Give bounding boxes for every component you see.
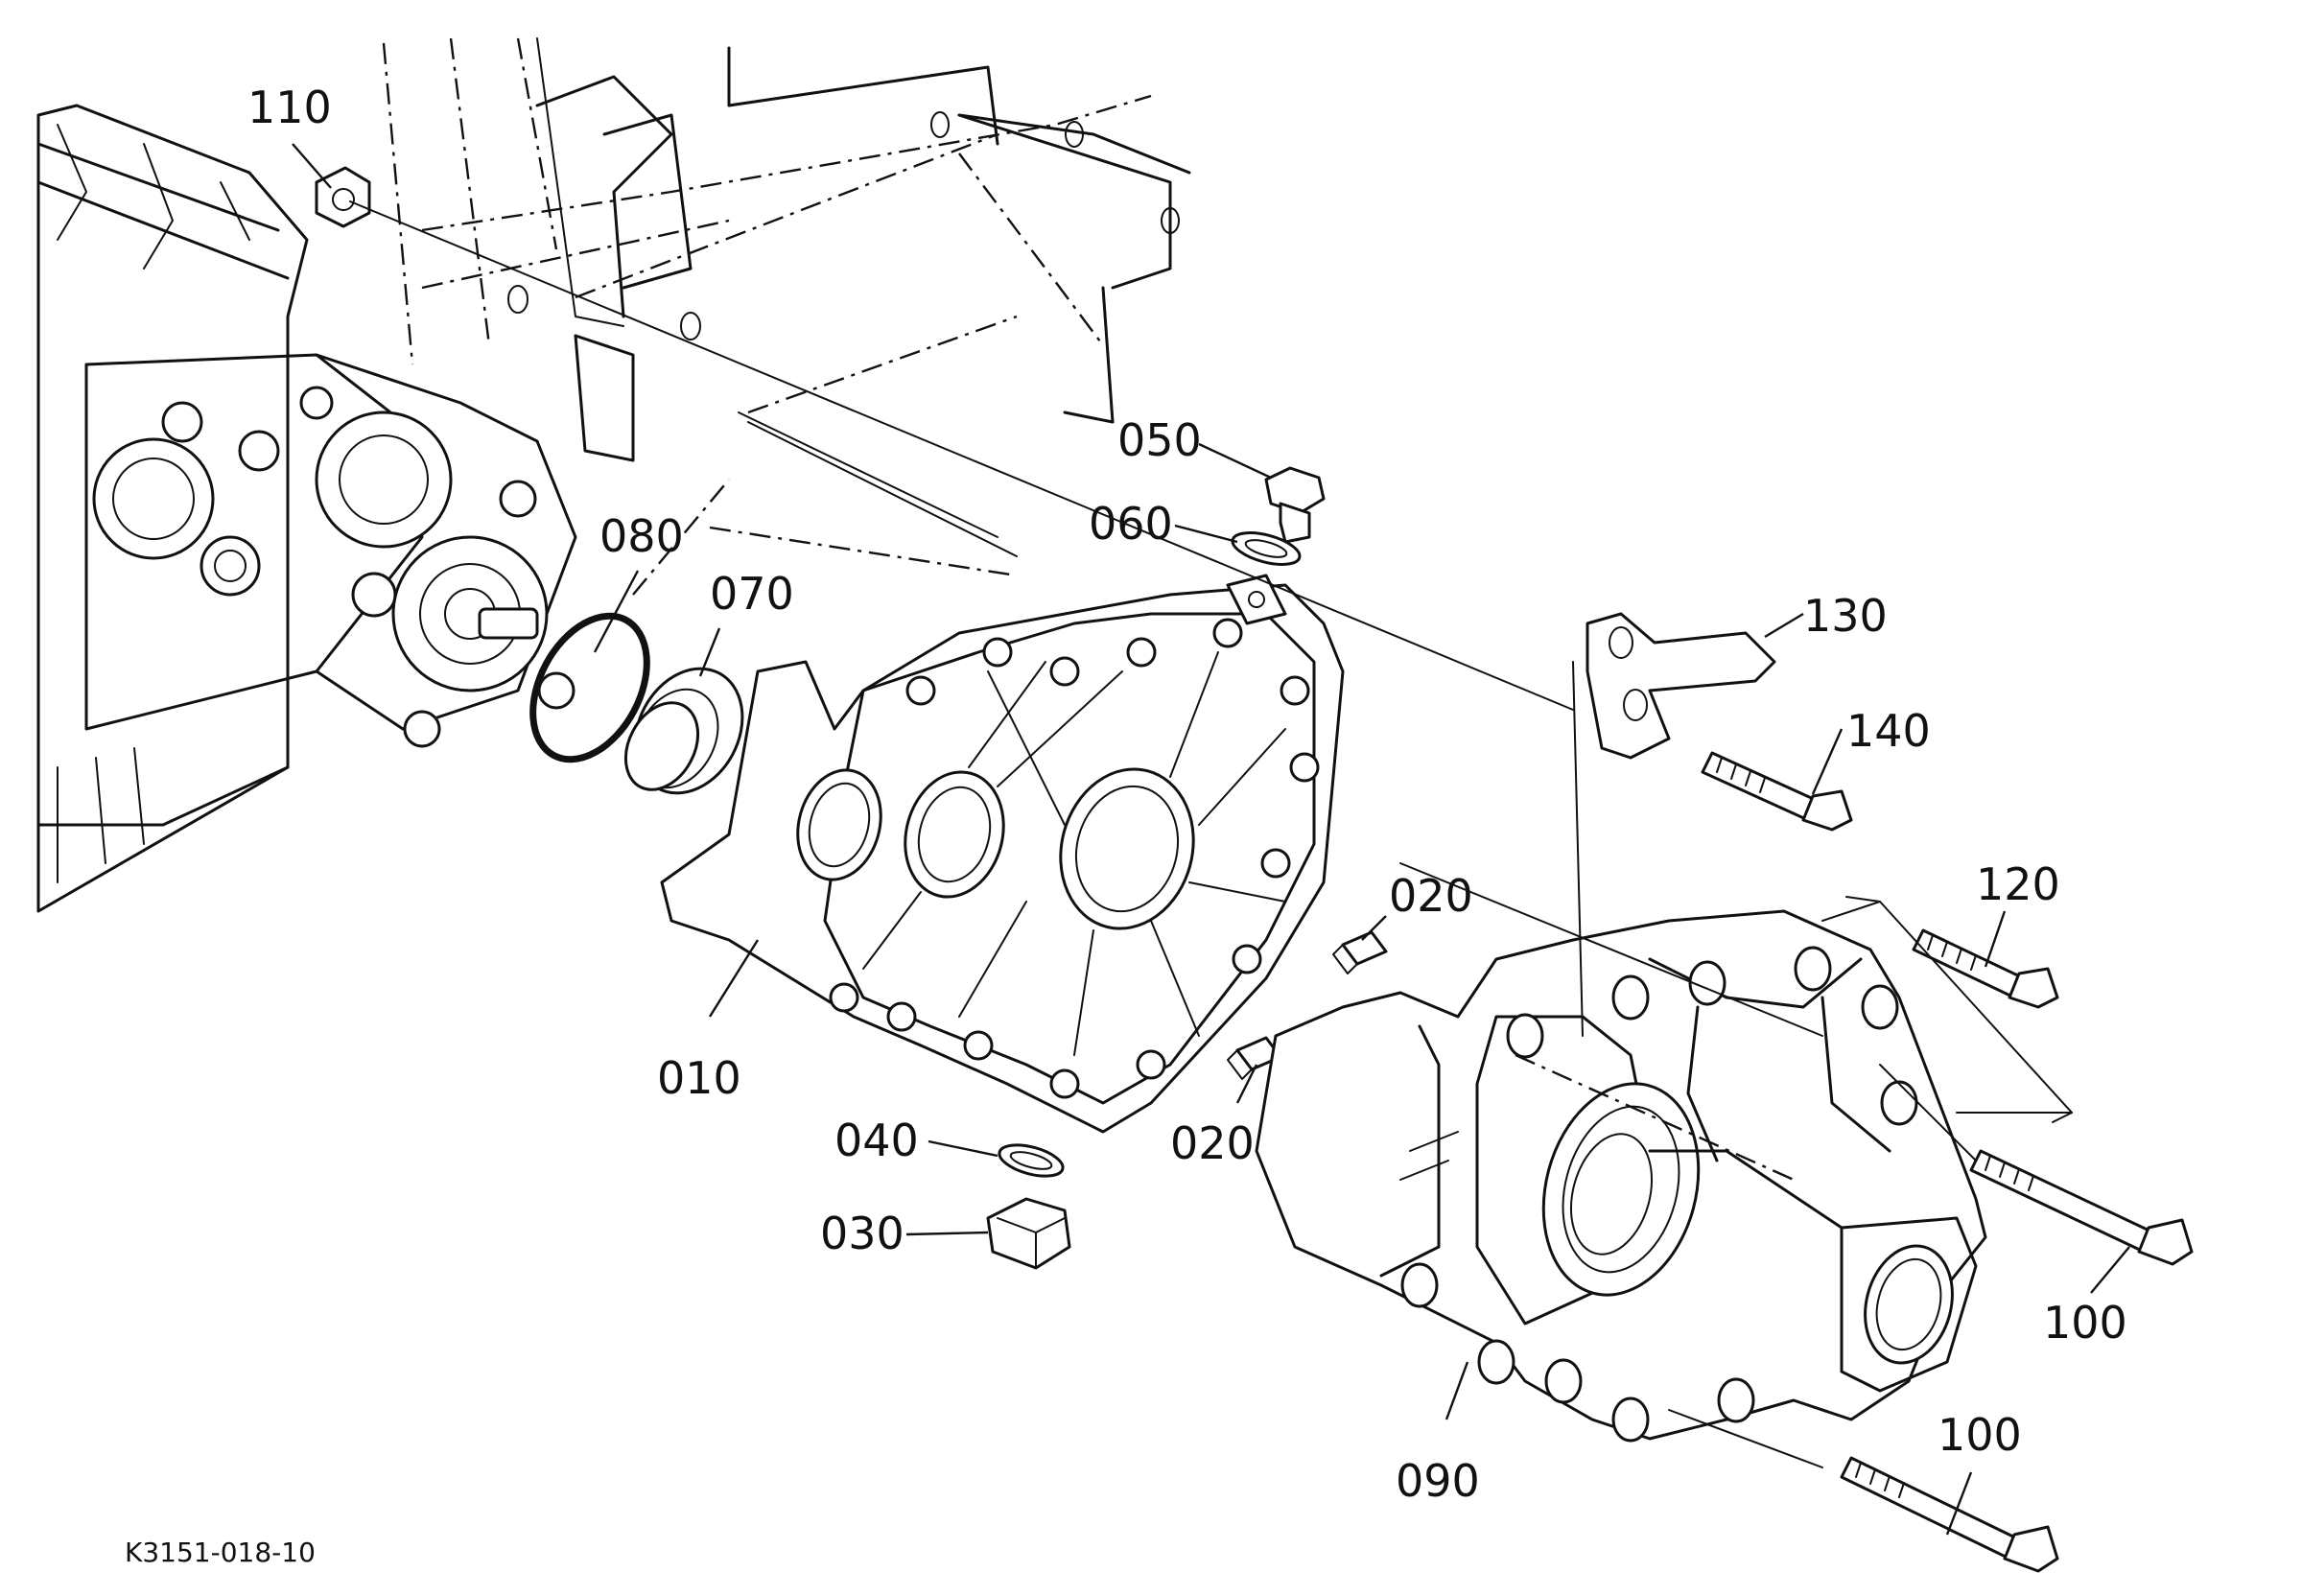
- part-labels: 110 080 070 050 060 130 140 120 020 020 …: [247, 82, 2127, 1507]
- part-090-rear-case: [1255, 909, 1987, 1443]
- transmission-assembly: [36, 104, 577, 913]
- part-020-dowel-pin-upper: [1332, 930, 1388, 974]
- part-100-bolt-upper: [1969, 1149, 2194, 1266]
- part-label: 020: [1170, 1117, 1255, 1169]
- part-label: 140: [1846, 705, 1931, 757]
- part-label: 100: [2043, 1297, 2127, 1349]
- part-110-nut: [315, 166, 371, 228]
- part-050-plug: [1264, 466, 1326, 544]
- part-080-o-ring: [529, 612, 650, 763]
- part-040-washer: [998, 1143, 1065, 1178]
- part-010-front-case: [660, 574, 1345, 1134]
- part-label: 030: [820, 1208, 904, 1259]
- part-label: 120: [1976, 858, 2060, 910]
- part-label: 050: [1117, 414, 1202, 466]
- part-label: 010: [657, 1052, 741, 1104]
- part-label: 110: [247, 82, 332, 133]
- assembly-centerlines: [349, 200, 2073, 1468]
- part-label: 130: [1803, 590, 1888, 642]
- part-label: 090: [1396, 1455, 1480, 1507]
- part-070-oil-seal: [623, 667, 744, 795]
- part-130-bracket: [1586, 612, 1776, 760]
- part-label: 100: [1938, 1409, 2022, 1461]
- reference-code: K3151-018-10: [125, 1537, 316, 1568]
- part-label: 070: [710, 568, 794, 620]
- part-100-bolt-lower: [1840, 1456, 2059, 1573]
- part-140-bolt: [1701, 751, 1853, 832]
- part-label: 080: [599, 510, 684, 562]
- part-label: 060: [1089, 498, 1173, 550]
- part-060-washer: [1231, 531, 1302, 566]
- part-120-bolt: [1912, 928, 2059, 1009]
- callout-leaders: [292, 143, 2130, 1536]
- frame-phantom-outline: [382, 37, 1191, 596]
- part-030-plug: [986, 1197, 1071, 1270]
- part-label: 020: [1389, 870, 1473, 922]
- part-label: 040: [834, 1115, 919, 1166]
